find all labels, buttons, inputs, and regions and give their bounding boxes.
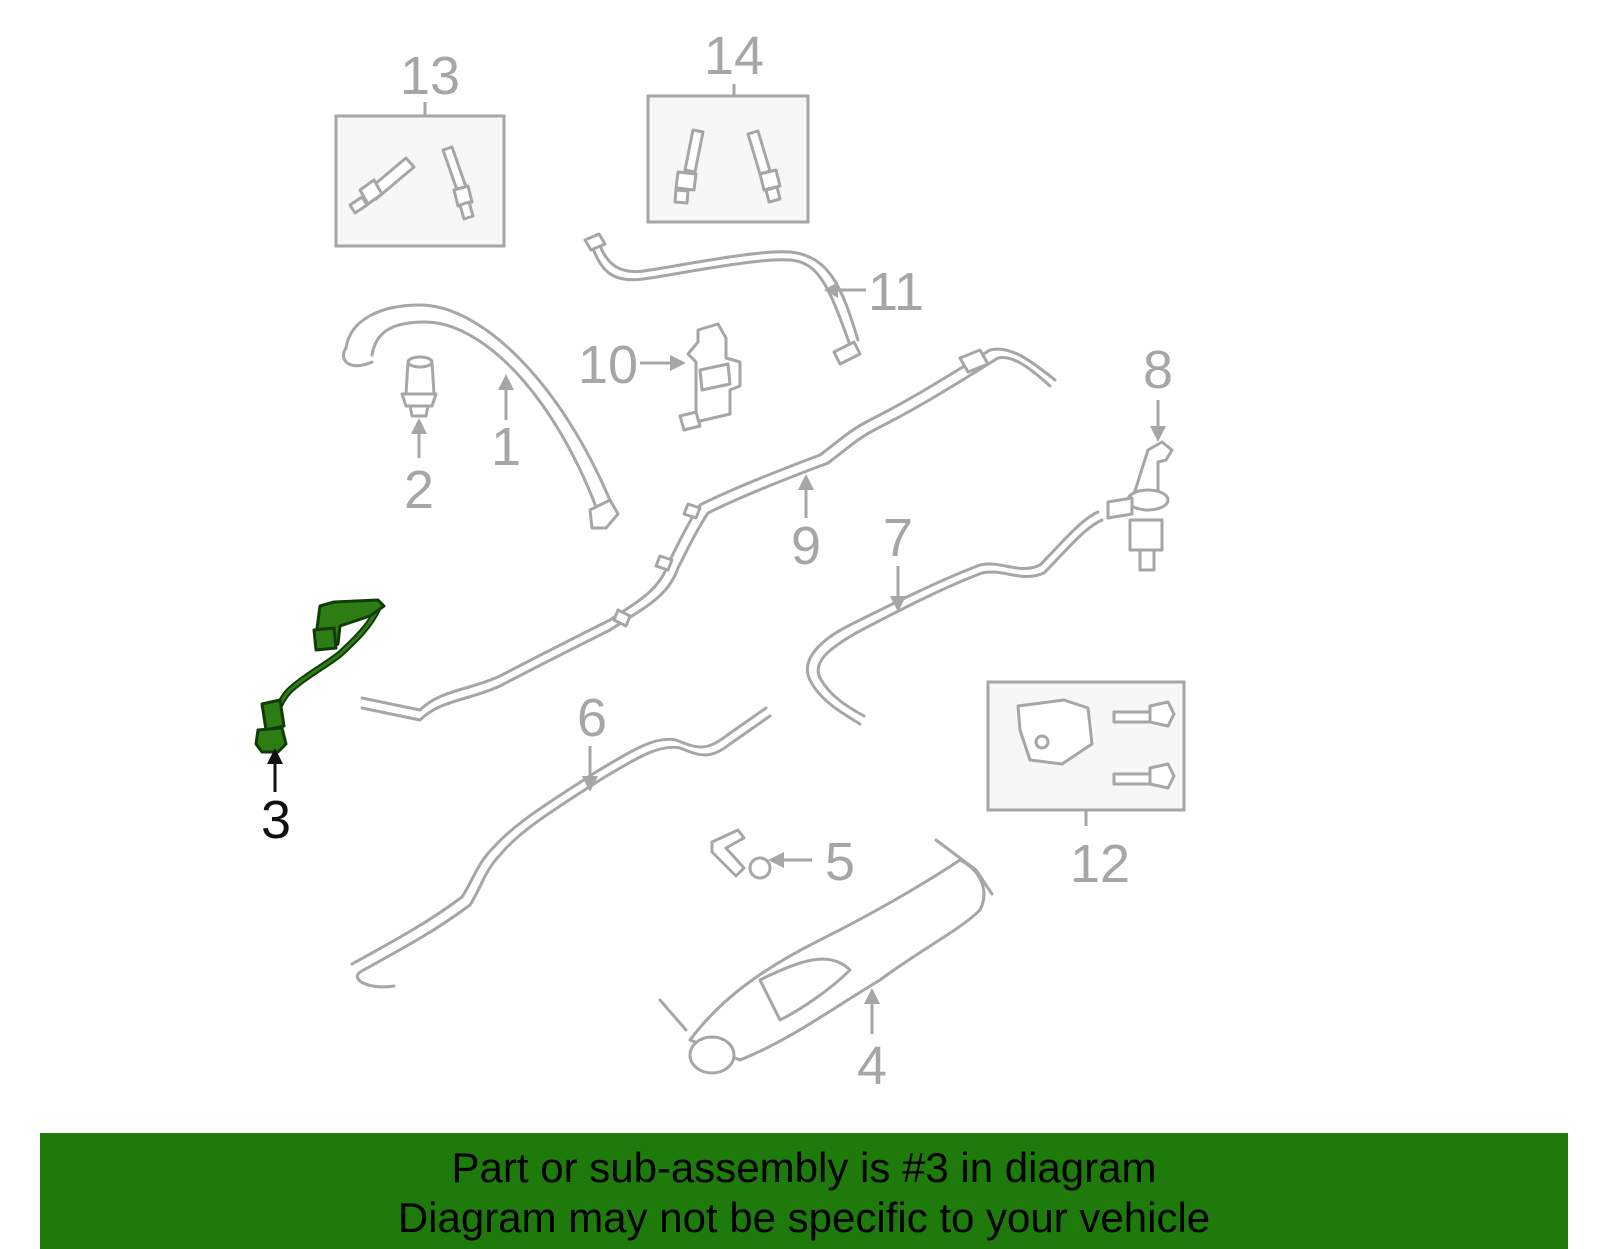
callout-3-leader xyxy=(267,748,283,792)
stud-icon xyxy=(673,128,705,205)
banner-line-disclaimer: Diagram may not be specific to your vehi… xyxy=(397,1194,1211,1241)
callout-10: 10 xyxy=(578,335,638,395)
bolt-icon xyxy=(1112,762,1176,790)
callout-4: 4 xyxy=(857,1036,887,1096)
callout-1: 1 xyxy=(491,417,521,477)
part-2-connector[interactable] xyxy=(400,355,438,418)
callout-9: 9 xyxy=(791,516,821,576)
callout-8: 8 xyxy=(1143,340,1173,400)
callout-2: 2 xyxy=(404,460,434,520)
callout-1-leader xyxy=(498,374,514,420)
callout-3: 3 xyxy=(261,790,291,850)
callout-6-leader xyxy=(582,746,598,792)
info-banner: Part or sub-assembly is #3 in diagram Di… xyxy=(40,1133,1568,1249)
part-9-tube[interactable] xyxy=(360,347,1057,722)
part-10-valve[interactable] xyxy=(678,322,742,432)
callout-13: 13 xyxy=(400,46,460,106)
part-5-clip[interactable] xyxy=(710,828,772,880)
callout-7-leader xyxy=(890,566,906,612)
callout-9-leader xyxy=(798,474,814,518)
callout-14: 14 xyxy=(704,26,764,86)
part-14-kit-box[interactable] xyxy=(646,84,810,224)
callout-6: 6 xyxy=(577,688,607,748)
stud-icon xyxy=(746,129,782,204)
callout-11-leader xyxy=(824,282,866,298)
part-4-canister[interactable] xyxy=(658,838,994,1075)
stud-icon xyxy=(441,145,475,221)
part-8-valve[interactable] xyxy=(1106,440,1174,572)
part-6-tube[interactable] xyxy=(350,706,772,989)
callout-4-leader xyxy=(864,988,880,1034)
callout-7: 7 xyxy=(883,508,913,568)
callout-5: 5 xyxy=(825,832,855,892)
part-11-hose[interactable] xyxy=(583,232,862,366)
callout-10-leader xyxy=(640,355,686,371)
bracket-icon xyxy=(1016,698,1094,766)
banner-line-part: Part or sub-assembly is #3 in diagram xyxy=(451,1144,1157,1191)
callout-2-leader xyxy=(411,418,427,458)
callout-8-leader xyxy=(1150,400,1166,442)
part-1-hose[interactable] xyxy=(342,303,620,530)
part-3-sensor-harness[interactable] xyxy=(254,598,386,754)
callout-12: 12 xyxy=(1070,834,1130,894)
part-7-tube[interactable] xyxy=(805,510,1104,726)
callout-5-leader xyxy=(768,852,812,868)
bolt-icon xyxy=(1112,700,1176,728)
part-12-kit-box[interactable] xyxy=(986,680,1186,826)
callout-11: 11 xyxy=(868,262,924,322)
stud-icon xyxy=(348,156,416,215)
part-13-kit-box[interactable] xyxy=(334,102,506,248)
